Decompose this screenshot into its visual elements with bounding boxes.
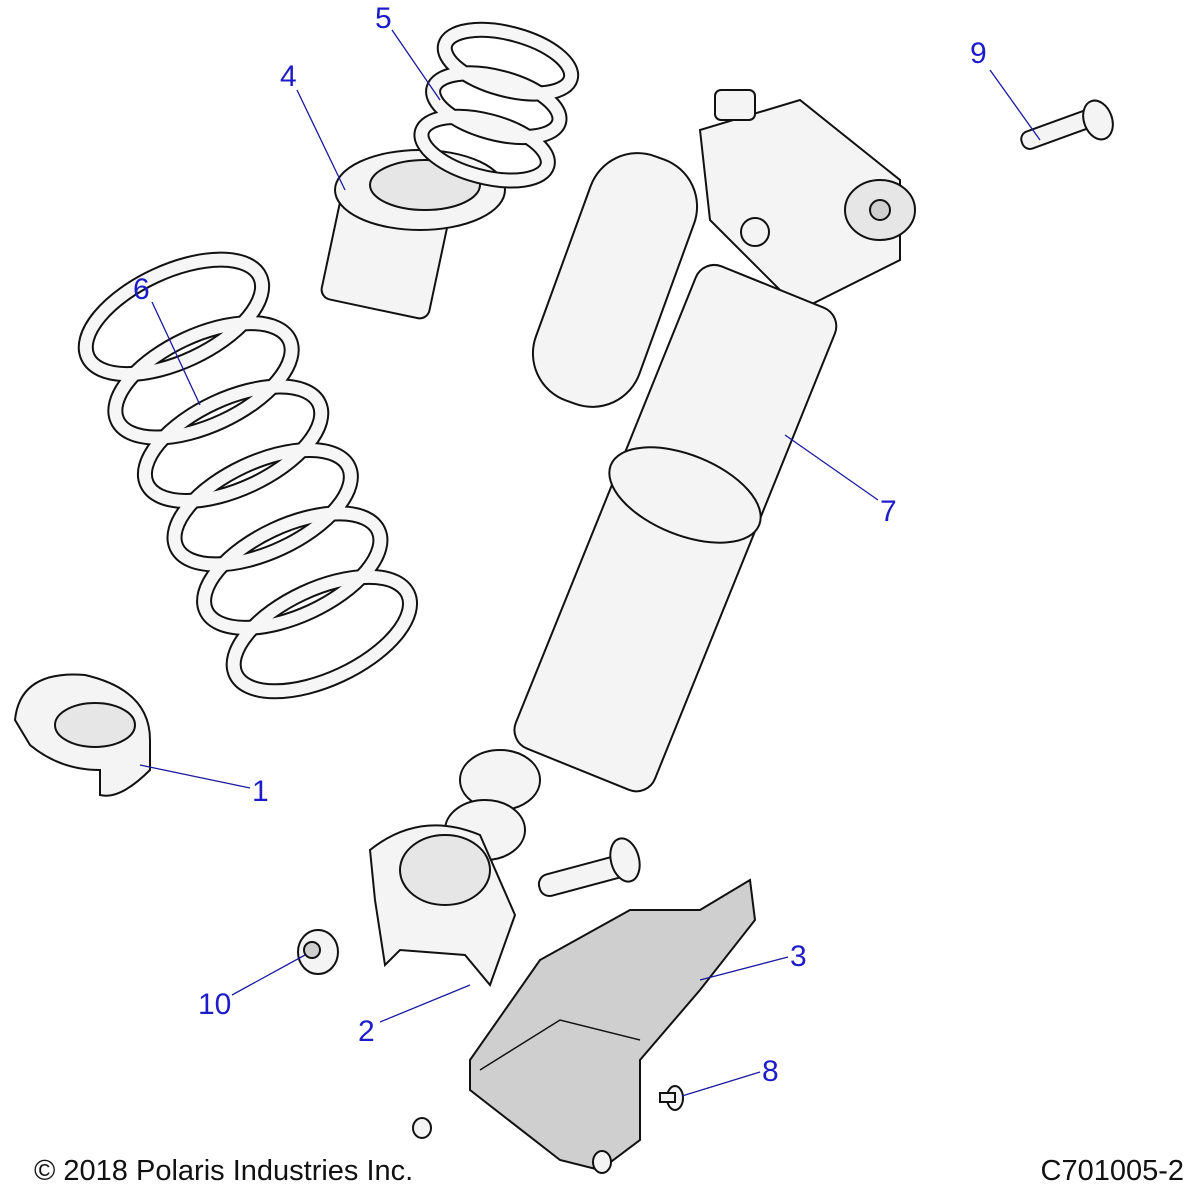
callout-10: 10 — [198, 988, 232, 1021]
callout-7: 7 — [880, 495, 897, 528]
callout-2: 2 — [358, 1015, 375, 1048]
callout-8: 8 — [762, 1055, 779, 1088]
main-spring — [77, 251, 419, 700]
nut — [297, 929, 339, 975]
callout-9: 9 — [970, 37, 987, 70]
copyright-text: © 2018 Polaris Industries Inc. — [34, 1155, 414, 1187]
figure-id: C701005-2 — [1040, 1155, 1185, 1187]
shock-guard — [469, 878, 757, 1172]
callout-5: 5 — [375, 2, 392, 35]
callout-3: 3 — [790, 940, 807, 973]
spring-retainer — [13, 673, 151, 797]
bolt-clevis — [537, 837, 641, 898]
tender-spring — [413, 21, 580, 189]
bolt-9 — [1020, 99, 1114, 150]
callout-4: 4 — [280, 60, 297, 93]
screws — [412, 1085, 684, 1174]
leader-lines — [139, 29, 1041, 1097]
clevis-mount — [368, 824, 517, 987]
callout-1: 1 — [252, 775, 269, 808]
callout-6: 6 — [133, 273, 150, 306]
